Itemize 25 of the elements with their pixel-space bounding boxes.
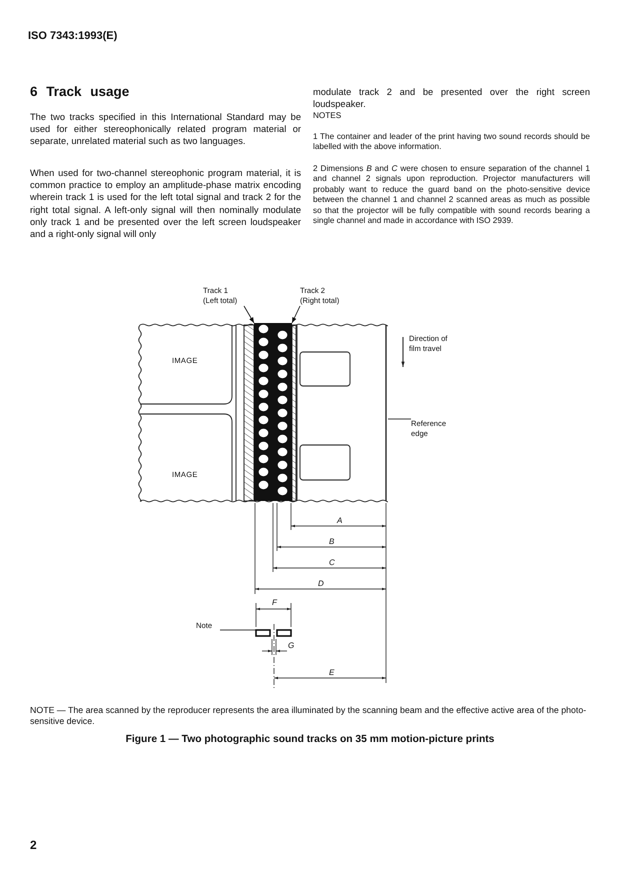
page-number: 2 [30, 838, 38, 852]
sound-track [273, 323, 292, 501]
figure-note: NOTE — The area scanned by the reproducer represents the area illuminated by the scanning beam and the effective active area of the photo-sensitive device. [30, 705, 588, 726]
leader-line [244, 306, 254, 324]
figure-caption: Figure 1 — Two photographic sound tracks on 35 mm motion-picture prints [124, 734, 496, 745]
sound-track [254, 323, 273, 501]
dimension-letter: F [272, 598, 278, 607]
note-paragraph: 1 The container and leader of the print having two sound records should be labelled with the above information. [313, 132, 590, 153]
section-heading: 6 Track usage [30, 84, 130, 99]
dimension-letter: B [329, 537, 336, 546]
dimension-letter: C [329, 558, 336, 567]
body-paragraph: The two tracks specified in this International Standard may be used for either stereophonically related program material or separate, unrelated material such as two languages. [30, 111, 301, 148]
body-paragraph: When used for two-channel stereophonic program material, it is common practice to employ an amplitude-phase matrix encoding wherein track 1 is used for the left total signal and track 2 for the right total signal. A left-only signal will then nominally modulate only track 1 and be presented over the left screen loudspeaker and a right-only signal will only [30, 167, 301, 240]
dimension-letter: G [288, 641, 296, 650]
dimension-letter: E [329, 668, 336, 677]
leader-line [292, 306, 300, 324]
note-paragraph: 2 Dimensions B and C were chosen to ensure separation of the channel 1 and channel 2 signals upon reproduction. Projector manufacturers will probably want to reduce the guard band on the photo-sensitive device between the channel 1 and channel 2 scanned areas as much as possible so that the projector will be fully compatible with sound records bearing a single channel and made in accordance with ISO 2939. [313, 164, 590, 226]
dimension-letter: D [318, 579, 325, 588]
body-paragraph: modulate track 2 and be presented over the right screen loudspeaker. [313, 86, 590, 110]
leader-line [388, 418, 412, 420]
note-paragraph: NOTES [313, 111, 342, 122]
scanning-slit [255, 629, 271, 637]
film-strip-drawing [138, 323, 388, 502]
running-header: ISO 7343:1993(E) [28, 30, 118, 42]
dimension-letter: A [337, 516, 344, 525]
